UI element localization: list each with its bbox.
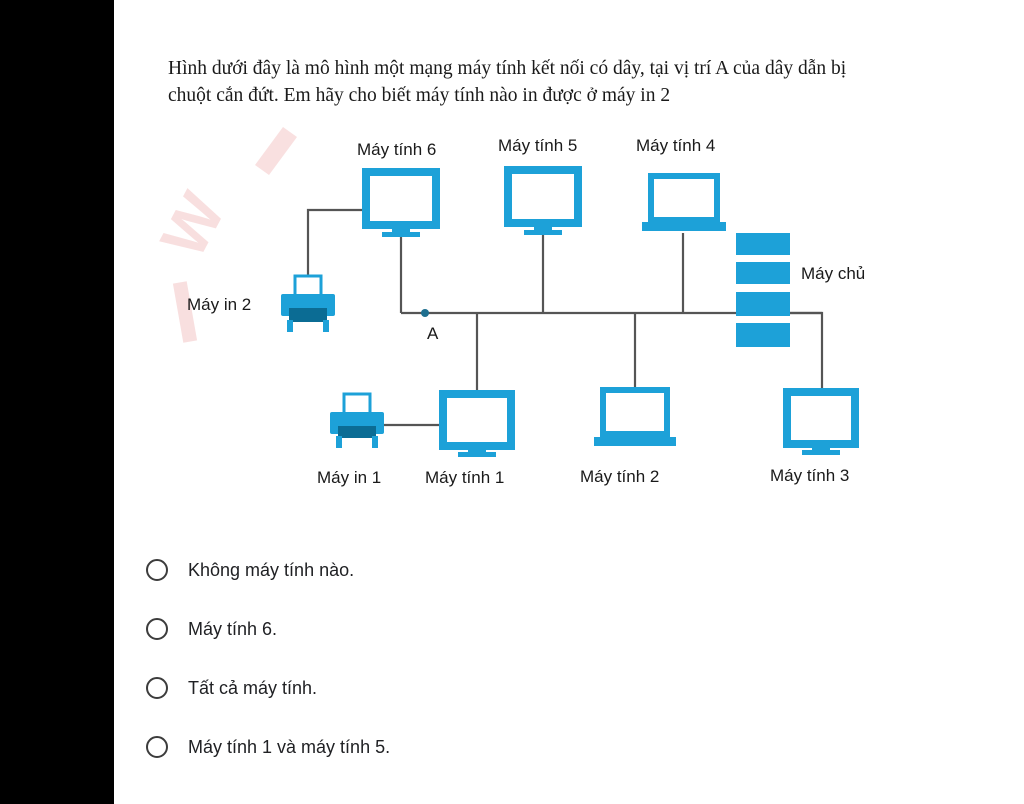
label-point-a: A: [427, 324, 439, 343]
label-server: Máy chủ: [801, 264, 865, 283]
question-line-2: chuột cắn đứt. Em hãy cho biết máy tính …: [168, 85, 671, 106]
label-pc4: Máy tính 4: [636, 136, 715, 155]
monitor-icon: [362, 168, 440, 237]
question-text: Hình dưới đây là mô hình một mạng máy tí…: [168, 55, 998, 109]
label-pc5: Máy tính 5: [498, 136, 577, 155]
radio-button[interactable]: [146, 736, 168, 758]
label-pc2: Máy tính 2: [580, 467, 659, 486]
server-icon: [736, 233, 790, 347]
answer-option-label: Không máy tính nào.: [188, 559, 355, 580]
svg-text:W: W: [147, 181, 239, 269]
label-pc1: Máy tính 1: [425, 468, 504, 487]
printer2-wire: [306, 208, 365, 278]
monitor-icon: [783, 388, 859, 455]
laptop-icon: [642, 173, 726, 231]
network-diagram: W: [147, 127, 865, 487]
label-printer2: Máy in 2: [187, 295, 251, 314]
answer-option-label: Tất cả máy tính.: [188, 677, 318, 698]
label-pc6: Máy tính 6: [357, 140, 436, 159]
answer-option-4[interactable]: Máy tính 1 và máy tính 5.: [146, 729, 646, 765]
answer-option-1[interactable]: Không máy tính nào.: [146, 552, 646, 588]
answer-option-2[interactable]: Máy tính 6.: [146, 611, 646, 647]
radio-button[interactable]: [146, 618, 168, 640]
monitor-icon: [504, 166, 582, 235]
monitor-icon: [439, 390, 515, 457]
radio-button[interactable]: [146, 677, 168, 699]
radio-button[interactable]: [146, 559, 168, 581]
printer-icon: [281, 274, 335, 332]
printer-icon: [330, 392, 384, 448]
question-line-1: Hình dưới đây là mô hình một mạng máy tí…: [168, 58, 847, 79]
question-panel: Hình dưới đây là mô hình một mạng máy tí…: [114, 0, 1024, 804]
network-wires: [306, 208, 824, 427]
point-a-marker: [421, 309, 429, 317]
label-printer1: Máy in 1: [317, 468, 381, 487]
label-pc3: Máy tính 3: [770, 466, 849, 485]
laptop-icon: [594, 387, 676, 446]
answer-option-3[interactable]: Tất cả máy tính.: [146, 670, 646, 706]
answer-option-label: Máy tính 1 và máy tính 5.: [188, 736, 391, 757]
answer-option-label: Máy tính 6.: [188, 618, 278, 639]
